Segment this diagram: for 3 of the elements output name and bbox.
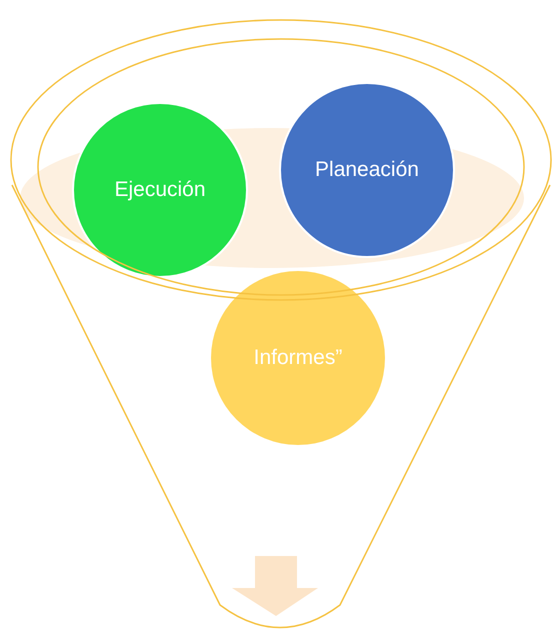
process-circle: Ejecución: [72, 102, 248, 278]
process-circle: Planeación: [279, 82, 455, 258]
process-circle: Informes”: [211, 271, 385, 445]
